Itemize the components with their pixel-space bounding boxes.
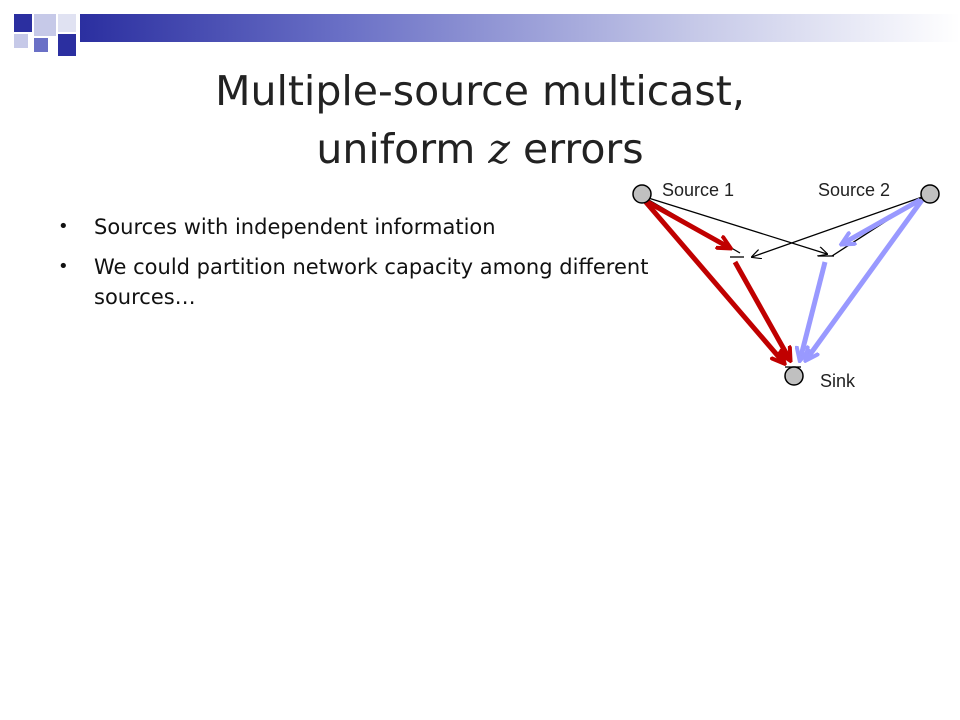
header-gradient-bar [80,14,960,42]
bullet-dot-icon: • [58,216,69,237]
bullet-text: Sources with independent information [94,215,496,239]
sink-label: Sink [820,371,856,391]
path-s2-direct-to-sink [806,198,925,360]
header-square-3 [58,14,76,32]
path-s1-direct-to-sink [642,198,784,363]
bullet-item: • Sources with independent information [58,212,678,242]
title-line-2-post: errors [509,125,644,173]
network-diagram: Source 1 Source 2 Sink [632,180,940,391]
path-s1-mid-to-sink [732,260,790,360]
bullet-dot-icon: • [58,256,69,277]
path-s1-to-mid [642,197,730,248]
bullet-item: • We could partition network capacity amo… [58,252,678,312]
title-line-2: uniform z errors [0,120,960,178]
title-line-1: Multiple-source multicast, [215,67,745,115]
path-s2-mid-to-sink [800,261,828,360]
title-line-2-pre: uniform [316,125,489,173]
source-1-node [632,184,652,204]
source-2-node [920,184,940,204]
header-square-6 [58,34,76,56]
header-square-4 [14,34,28,48]
header-square-2 [34,14,56,36]
edge-s2-to-mid-left [752,195,926,257]
source-2-label: Source 2 [818,180,890,200]
slide-title: Multiple-source multicast, uniform z err… [0,62,960,178]
header-square-1 [14,14,32,32]
bullet-list: • Sources with independent information • W… [58,212,678,322]
header-square-5 [34,38,48,52]
source-1-label: Source 1 [662,180,734,200]
title-variable-z: z [488,125,510,173]
sink-node [784,366,804,386]
edge-s1-to-mid-right-arrow [641,195,827,254]
bullet-text: We could partition network capacity amon… [94,255,649,309]
path-s2-to-mid [842,197,922,244]
